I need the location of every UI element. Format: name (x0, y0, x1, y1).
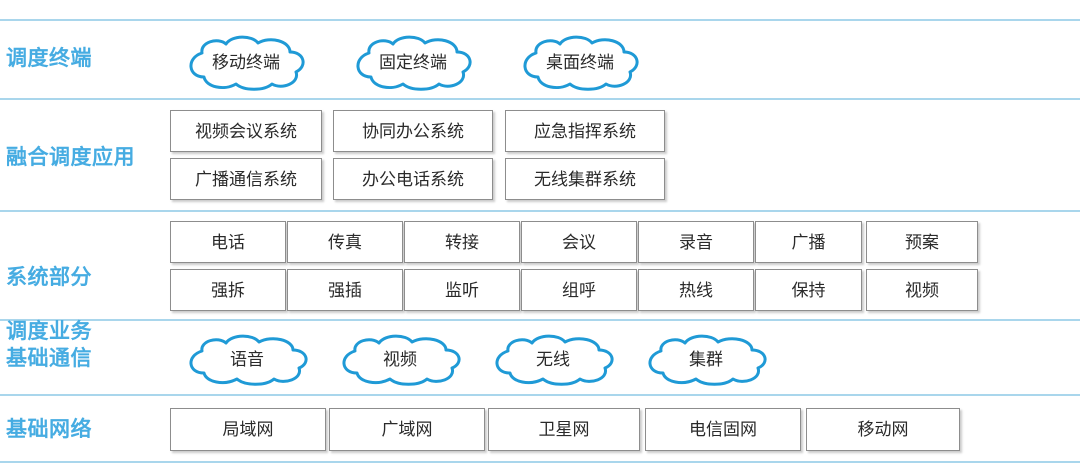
node-box-video-conference[interactable]: 视频会议系统 (170, 110, 322, 152)
node-box-collaborative-office[interactable]: 协同办公系统 (333, 110, 493, 152)
layer-label-service-line1: 系统部分 (6, 266, 92, 289)
cloud-node-mobile-terminal[interactable]: 移动终端 (178, 34, 314, 91)
cloud-node-wireless[interactable]: 无线 (483, 333, 623, 386)
node-box-fax[interactable]: 传真 (287, 221, 403, 263)
cloud-shape-icon (495, 334, 614, 386)
node-box-monitor[interactable]: 监听 (404, 269, 520, 311)
node-box-wan[interactable]: 广域网 (329, 408, 485, 451)
layer-label-network: 基础网络 (6, 418, 92, 441)
layer-label-service: 系统部分 调度业务 (6, 237, 166, 372)
node-box-forced-release[interactable]: 强拆 (170, 269, 286, 311)
node-box-recording[interactable]: 录音 (638, 221, 754, 263)
node-box-mobile-network[interactable]: 移动网 (806, 408, 960, 451)
cloud-node-desktop-terminal[interactable]: 桌面终端 (512, 34, 648, 91)
cloud-node-fixed-terminal[interactable]: 固定终端 (345, 34, 481, 91)
node-box-office-telephone[interactable]: 办公电话系统 (333, 158, 493, 200)
node-box-telecom-fixed-network[interactable]: 电信固网 (645, 408, 801, 451)
node-box-wireless-trunking[interactable]: 无线集群系统 (505, 158, 665, 200)
node-box-transfer[interactable]: 转接 (404, 221, 520, 263)
cloud-node-label: 集群 (689, 349, 723, 369)
cloud-node-label: 视频 (383, 349, 417, 369)
node-box-hotline[interactable]: 热线 (638, 269, 754, 311)
layer-label-terminal: 调度终端 (6, 47, 92, 70)
layer-separator-bottom (0, 461, 1080, 463)
layer-separator-top (0, 19, 1080, 21)
node-box-telephone[interactable]: 电话 (170, 221, 286, 263)
node-box-emergency-command[interactable]: 应急指挥系统 (505, 110, 665, 152)
cloud-shape-icon (648, 334, 767, 386)
cloud-node-label: 语音 (230, 349, 264, 369)
cloud-node-label: 固定终端 (379, 52, 447, 72)
layer-separator-4 (0, 394, 1080, 396)
cloud-shape-icon (189, 35, 305, 91)
cloud-node-trunking[interactable]: 集群 (636, 333, 776, 386)
cloud-node-label: 无线 (536, 349, 570, 369)
node-box-satellite-network[interactable]: 卫星网 (488, 408, 640, 451)
node-box-broadcast[interactable]: 广播 (755, 221, 862, 263)
layer-label-service-line2: 调度业务 (6, 320, 92, 343)
node-box-broadcast-communication[interactable]: 广播通信系统 (170, 158, 322, 200)
node-box-lan[interactable]: 局域网 (170, 408, 326, 451)
layer-separator-1 (0, 98, 1080, 100)
layer-separator-3 (0, 319, 1080, 321)
cloud-shape-icon (342, 334, 461, 386)
node-box-contingency-plan[interactable]: 预案 (866, 221, 978, 263)
layer-label-communication: 基础通信 (6, 347, 92, 370)
node-box-forced-insert[interactable]: 强插 (287, 269, 403, 311)
node-box-hold[interactable]: 保持 (755, 269, 862, 311)
layer-separator-2 (0, 210, 1080, 212)
cloud-shape-icon (189, 334, 308, 386)
cloud-node-voice[interactable]: 语音 (177, 333, 317, 386)
cloud-shape-icon (356, 35, 472, 91)
cloud-node-label: 桌面终端 (546, 52, 614, 72)
node-box-conference[interactable]: 会议 (521, 221, 637, 263)
cloud-node-video[interactable]: 视频 (330, 333, 470, 386)
layer-label-application: 融合调度应用 (6, 146, 135, 169)
node-box-video[interactable]: 视频 (866, 269, 978, 311)
cloud-node-label: 移动终端 (212, 52, 280, 72)
node-box-group-call[interactable]: 组呼 (521, 269, 637, 311)
cloud-shape-icon (523, 35, 639, 91)
